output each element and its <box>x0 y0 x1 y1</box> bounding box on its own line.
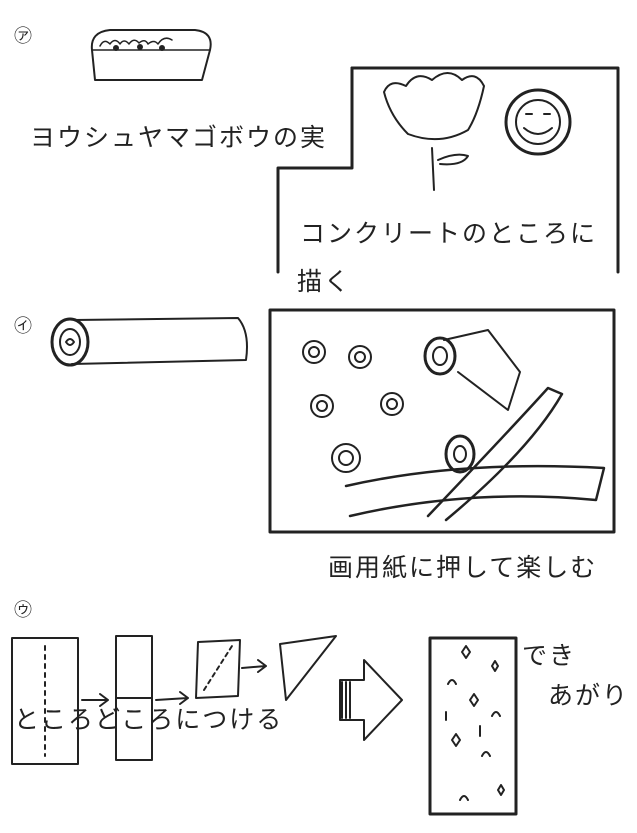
section-marker-c: ㋒ <box>14 600 32 621</box>
label-concrete-line1: コンクリートのところに <box>300 219 598 248</box>
label-concrete-line2: 描く <box>297 267 352 296</box>
label-attach-here-and-there: ところどころにつける <box>14 705 284 734</box>
label-done-2: あがり <box>548 681 630 710</box>
stamp-print-marks <box>302 340 404 473</box>
paper-fold-sequence <box>11 635 337 765</box>
label-press-on-paper: 画用紙に押して楽しむ <box>328 553 598 582</box>
result-arrow-icon <box>339 659 403 741</box>
concrete-drawing-area <box>276 66 620 274</box>
pokeweed-fruit-pot <box>90 29 212 81</box>
label-pokeweed-fruit: ヨウシュヤマゴボウの実 <box>30 123 328 152</box>
finished-patterned-paper <box>428 636 518 816</box>
section-marker-b: ㋑ <box>14 316 32 337</box>
label-done-1: でき <box>522 641 577 670</box>
stamped-drawing-paper <box>268 308 616 534</box>
section-marker-a: ㋐ <box>14 26 32 47</box>
rolled-stamp <box>50 317 248 367</box>
